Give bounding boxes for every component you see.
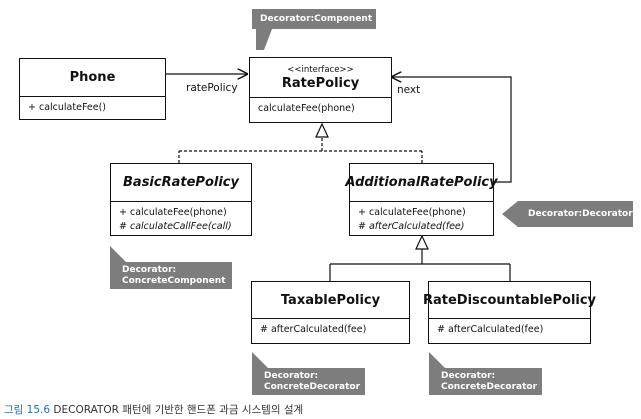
note-concrete-component-line-2: ConcreteComponent — [122, 275, 226, 286]
class-ratepolicy: <<interface>> RatePolicy calculateFee(ph… — [249, 57, 392, 123]
class-taxablepolicy: TaxablePolicy # afterCalculated(fee) — [251, 281, 410, 344]
association-label-next: next — [397, 84, 421, 96]
figure-number: 그림 15.6 — [4, 404, 51, 416]
figure-caption-text: DECORATOR 패턴에 기반한 핸드폰 과금 시스템의 설계 — [53, 404, 304, 416]
realization-triangle — [315, 122, 329, 138]
note-component-tail — [256, 29, 272, 50]
class-basic-name: BasicRatePolicy — [123, 175, 239, 190]
class-taxable-op: # afterCalculated(fee) — [260, 324, 367, 335]
note-concrete-decorator-1-tail — [252, 352, 268, 368]
note-concrete-decorator-2-line-2: ConcreteDecorator — [441, 381, 538, 392]
figure-caption: 그림 15.6 DECORATOR 패턴에 기반한 핸드폰 과금 시스템의 설계 — [4, 402, 303, 417]
note-concrete-component: Decorator: ConcreteComponent — [110, 246, 232, 289]
class-ratediscountablepolicy: RateDiscountablePolicy # afterCalculated… — [423, 281, 596, 344]
class-phone-op: + calculateFee() — [28, 102, 106, 113]
class-additional-name: AdditionalRatePolicy — [345, 175, 498, 190]
association-label-ratepolicy: ratePolicy — [186, 82, 238, 94]
note-concrete-decorator-2: Decorator: ConcreteDecorator — [429, 352, 542, 395]
inherit-triangle — [415, 234, 429, 250]
class-basicratepolicy: BasicRatePolicy + calculateFee(phone) # … — [110, 163, 252, 236]
note-decorator-tail — [502, 201, 518, 227]
note-concrete-decorator-1-line-1: Decorator: — [264, 370, 319, 381]
association-next — [392, 77, 512, 183]
class-discount-op: # afterCalculated(fee) — [437, 324, 544, 335]
note-concrete-component-tail — [110, 246, 126, 262]
class-additionalratepolicy: AdditionalRatePolicy + calculateFee(phon… — [345, 163, 498, 236]
class-ratepolicy-name: RatePolicy — [281, 75, 360, 91]
class-ratepolicy-stereotype: <<interface>> — [287, 64, 354, 75]
class-taxable-name: TaxablePolicy — [280, 292, 381, 308]
note-concrete-decorator-2-line-1: Decorator: — [441, 370, 496, 381]
note-decorator-component: Decorator:Component — [252, 9, 376, 50]
note-decorator-text: Decorator:Decorator — [528, 208, 633, 219]
note-decorator-decorator: Decorator:Decorator — [502, 201, 633, 227]
note-concrete-decorator-1: Decorator: ConcreteDecorator — [252, 352, 365, 395]
class-additional-op-2: # afterCalculated(fee) — [358, 221, 465, 232]
class-basic-op-2: # calculateCallFee(call) — [119, 221, 232, 232]
note-concrete-decorator-2-tail — [429, 352, 445, 368]
note-component-text: Decorator:Component — [260, 13, 373, 24]
class-basic-op-1: + calculateFee(phone) — [119, 207, 227, 218]
class-discount-name: RateDiscountablePolicy — [422, 292, 597, 308]
class-ratepolicy-op: calculateFee(phone) — [258, 103, 355, 114]
note-concrete-decorator-1-line-2: ConcreteDecorator — [264, 381, 361, 392]
class-phone: Phone + calculateFee() — [19, 58, 166, 120]
class-additional-op-1: + calculateFee(phone) — [358, 207, 466, 218]
note-concrete-component-line-1: Decorator: — [122, 264, 177, 275]
class-phone-name: Phone — [69, 70, 116, 85]
